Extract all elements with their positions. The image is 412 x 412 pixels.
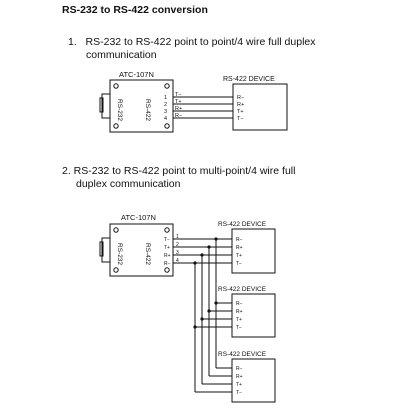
converter-2-screw <box>113 267 119 273</box>
converter-2-pin-num: 1 <box>176 234 179 240</box>
rs422-device-2b <box>231 293 276 338</box>
converter-2-pin-num: 3 <box>176 250 179 256</box>
rs422-device-2a <box>231 228 276 274</box>
device-2b-pin: R+ <box>236 309 243 315</box>
device-2b-pin: R− <box>236 301 243 307</box>
converter-2-pin-num: 2 <box>176 242 179 248</box>
step-2-text-line2: duplex communication <box>76 178 181 190</box>
device-2c-pin: T+ <box>236 382 242 388</box>
device-2c-label: RS-422 DEVICE <box>218 351 267 358</box>
page-title: RS-232 to RS-422 conversion <box>62 4 208 16</box>
converter-1-screw <box>113 83 119 89</box>
converter-1-port-tab <box>99 97 104 113</box>
wires-2 <box>173 238 232 393</box>
converter-1-pin-num: 2 <box>164 102 167 108</box>
converter-2-screw <box>113 227 119 233</box>
device-1-pin: T+ <box>237 109 244 115</box>
step-1-number: 1. <box>68 36 77 48</box>
converter-1-screw <box>164 83 170 89</box>
junction-dots <box>193 237 218 329</box>
converter-1-model-label: ATC-107N <box>119 70 154 79</box>
rs422-device-1 <box>232 83 288 131</box>
device-2a-pin: T+ <box>236 253 242 259</box>
converter-2-signal: R+ <box>164 253 171 259</box>
device-2a-label: RS-422 DEVICE <box>218 221 267 228</box>
converter-1-signal: R+ <box>175 106 182 112</box>
converter-1-screw <box>113 123 119 129</box>
device-2c-pin: R− <box>236 366 243 372</box>
device-1-pin: R− <box>237 95 244 101</box>
device-2b-pin: T+ <box>236 317 242 323</box>
converter-2-signal: R− <box>164 261 171 267</box>
converter-2-screw <box>164 227 170 233</box>
converter-1-signal: T− <box>175 92 182 98</box>
converter-2-model-label: ATC-107N <box>121 213 156 222</box>
wires-1 <box>173 96 233 119</box>
device-2c-pin: T− <box>236 390 242 396</box>
converter-1-screw <box>164 123 170 129</box>
device-2c-pin: R+ <box>236 374 243 380</box>
converter-2-port <box>101 237 111 263</box>
rs422-device-2c <box>231 358 276 403</box>
device-2a-pin: R− <box>236 237 243 243</box>
device-1-label: RS-422 DEVICE <box>223 76 275 83</box>
converter-2-rs422-label: RS-422 <box>144 243 151 265</box>
device-2b-label: RS-422 DEVICE <box>218 286 267 293</box>
converter-2-screw <box>164 267 170 273</box>
converter-1-pin-num: 1 <box>164 95 167 101</box>
step-2-text-line1: 2. RS-232 to RS-422 point to multi-point… <box>62 165 296 177</box>
device-2b-pin: T− <box>236 325 242 331</box>
converter-2-signal: T− <box>164 237 170 243</box>
converter-1-rs232-label: RS-232 <box>116 99 123 121</box>
converter-1 <box>99 79 174 133</box>
converter-2-rs232-label: RS-232 <box>116 243 123 265</box>
step-1-heading: 1. RS-232 to RS-422 point to point/4 wir… <box>68 36 316 48</box>
converter-2 <box>99 223 174 277</box>
device-2a-pin: R+ <box>236 245 243 251</box>
converter-1-port <box>101 93 111 119</box>
converter-1-signal: R− <box>175 113 182 119</box>
converter-2-port-tab <box>99 241 104 257</box>
converter-2-pin-num: 4 <box>176 258 179 264</box>
step-1-text-line1: RS-232 to RS-422 point to point/4 wire f… <box>85 36 316 48</box>
device-1-pin: T− <box>237 116 244 122</box>
device-2a-pin: T− <box>236 261 242 267</box>
converter-1-pin-num: 4 <box>164 116 167 122</box>
converter-2-signal: T+ <box>164 245 170 251</box>
step-1-text-line2: communication <box>86 49 157 61</box>
device-1-pin: R+ <box>237 102 244 108</box>
converter-1-pin-num: 3 <box>164 109 167 115</box>
converter-1-signal: T+ <box>175 99 182 105</box>
converter-1-rs422-label: RS-422 <box>144 99 151 121</box>
